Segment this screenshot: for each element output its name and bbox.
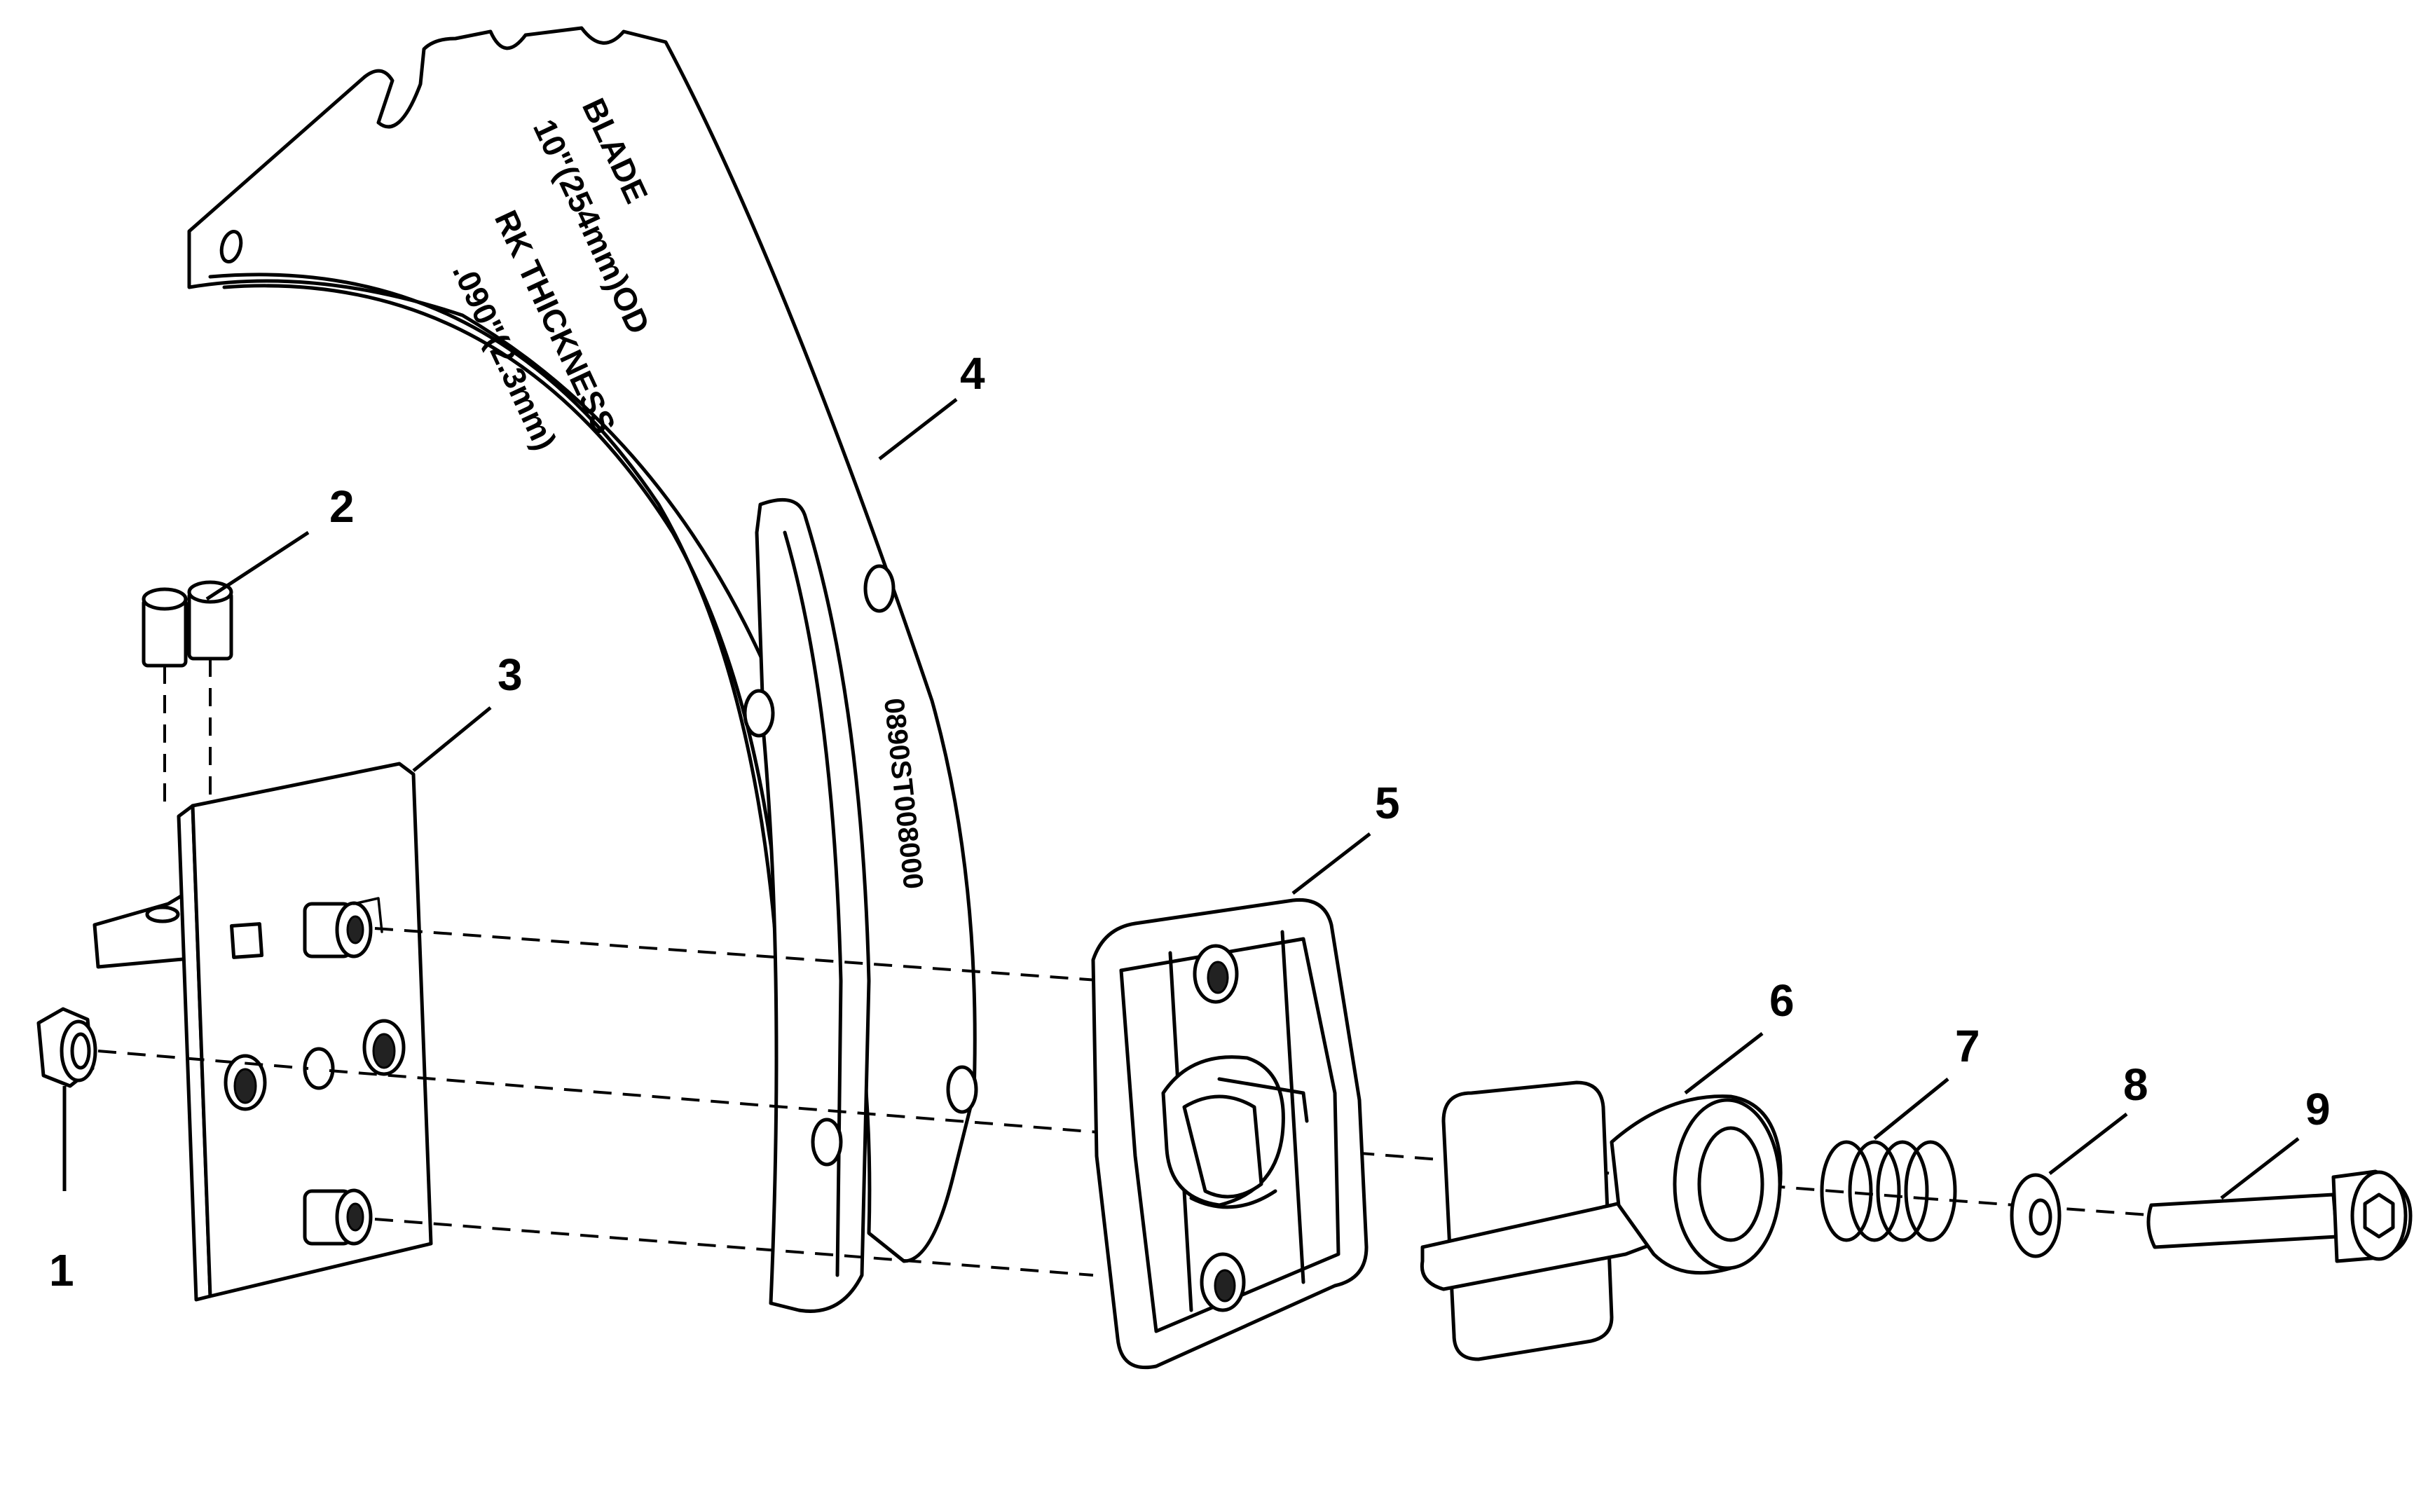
hex-nut-bore xyxy=(70,1032,91,1070)
callout-9-leader xyxy=(2220,1137,2300,1200)
callout-8-leader xyxy=(2048,1113,2128,1175)
alignment-pins xyxy=(142,580,233,806)
hex-nut xyxy=(36,1007,97,1191)
riving-knife-hole-1 xyxy=(863,564,896,613)
callout-7-leader xyxy=(1873,1078,1949,1140)
callout-3-leader xyxy=(412,706,492,772)
alignment-pin-right xyxy=(187,580,233,661)
compression-spring xyxy=(1820,1140,1957,1242)
callout-5: 5 xyxy=(1375,778,1400,828)
hex-socket-icon xyxy=(2363,1193,2395,1239)
riving-knife-hole-3 xyxy=(811,1118,843,1167)
clamp-bracket-cam-arm xyxy=(1217,1077,1309,1123)
riving-knife-hole-4 xyxy=(946,1065,978,1114)
callout-leaders xyxy=(205,398,2300,1200)
mounting-plate-tab-hole xyxy=(145,905,180,923)
cam-lever-bore xyxy=(1697,1126,1764,1242)
flat-washer xyxy=(2010,1173,2062,1258)
clamp-bracket-hole-bottom-inner xyxy=(1214,1269,1236,1303)
mounting-plate-stud-top xyxy=(303,897,383,958)
riving-knife: BLADE 10"(254mm)OD RK THICKNESS .090"(2.… xyxy=(187,26,978,1313)
callout-2: 2 xyxy=(329,481,355,532)
mounting-plate-stud-bottom xyxy=(303,1188,373,1246)
callout-7: 7 xyxy=(1955,1021,1980,1071)
callout-2-leader xyxy=(205,530,310,601)
clamp-bracket-rib-right xyxy=(1280,930,1305,1284)
socket-head-bolt xyxy=(2146,1169,2413,1263)
flat-washer-hole xyxy=(2029,1198,2052,1236)
mounting-plate xyxy=(92,762,433,1302)
alignment-pin-left xyxy=(142,587,188,668)
mounting-plate-hole-mid-right-inner xyxy=(372,1033,396,1069)
clamp-bracket-hole-top-inner xyxy=(1207,961,1229,994)
riving-knife-slot-hole xyxy=(219,229,243,264)
mounting-plate-face xyxy=(191,762,433,1298)
clamp-bracket-cam-lip xyxy=(1189,1189,1277,1209)
bolt-shank xyxy=(2146,1193,2339,1249)
callout-labels: 1 2 3 4 5 6 7 8 9 xyxy=(49,348,2331,1295)
clamp-bracket-cam-hub xyxy=(1182,1094,1263,1199)
mounting-plate-hole-mid-center xyxy=(303,1047,335,1090)
callout-3: 3 xyxy=(498,650,523,700)
callout-4: 4 xyxy=(960,348,985,399)
riving-knife-inner-edge xyxy=(208,273,783,1193)
riving-knife-slot-inner xyxy=(783,530,843,1277)
mounting-plate-hole-mid-left-inner xyxy=(233,1068,257,1104)
callout-6-leader xyxy=(1684,1032,1764,1094)
riving-knife-body xyxy=(187,26,977,1263)
callout-1: 1 xyxy=(49,1245,74,1295)
clamp-bracket xyxy=(1091,898,1369,1370)
mounting-plate-square-hole xyxy=(230,922,264,959)
cam-lever xyxy=(1420,1080,1783,1361)
callout-6: 6 xyxy=(1769,975,1795,1026)
callout-9: 9 xyxy=(2305,1084,2331,1134)
riving-knife-hole-2 xyxy=(743,689,775,738)
callout-4-leader xyxy=(878,398,958,460)
riving-knife-inner-edge-2 xyxy=(222,284,787,983)
callout-5-leader xyxy=(1291,832,1371,895)
callout-8: 8 xyxy=(2123,1059,2148,1110)
